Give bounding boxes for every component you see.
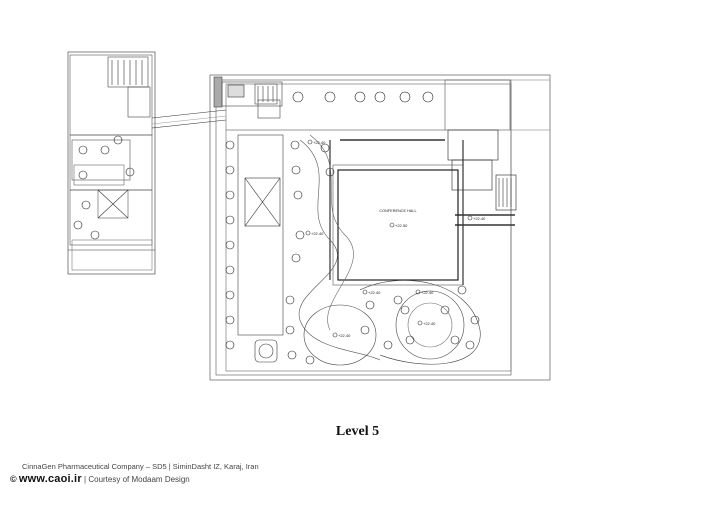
courtesy-text: Courtesy of Modaam Design (88, 475, 190, 484)
credit-line: © www.caoi.ir | Courtesy of Modaam Desig… (10, 473, 190, 485)
level-marker-label: +22.40 (311, 231, 324, 236)
room-label-conference-hall: CONFERENCE HALL (379, 209, 416, 213)
project-caption: CinnaGen Pharmaceutical Company – SD5 | … (22, 462, 259, 471)
level-marker-label: +22.50 (395, 223, 408, 228)
level-marker-label: +22.40 (421, 290, 434, 295)
copyright-symbol: © (10, 474, 17, 484)
site-link[interactable]: www.caoi.ir (18, 473, 82, 485)
level-markers (305, 139, 473, 338)
level-title: Level 5 (335, 424, 380, 439)
connecting-bridge (151, 109, 227, 129)
level-marker-label: +22.40 (338, 333, 351, 338)
level-marker-label: +22.40 (368, 290, 381, 295)
credit-separator: | (84, 475, 87, 484)
left-wing (67, 51, 156, 275)
main-building (209, 74, 551, 381)
level-marker-label: +22.40 (473, 216, 486, 221)
level-marker-label: +22.40 (313, 140, 326, 145)
trees (73, 91, 480, 365)
level-marker-label: +22.40 (423, 321, 436, 326)
